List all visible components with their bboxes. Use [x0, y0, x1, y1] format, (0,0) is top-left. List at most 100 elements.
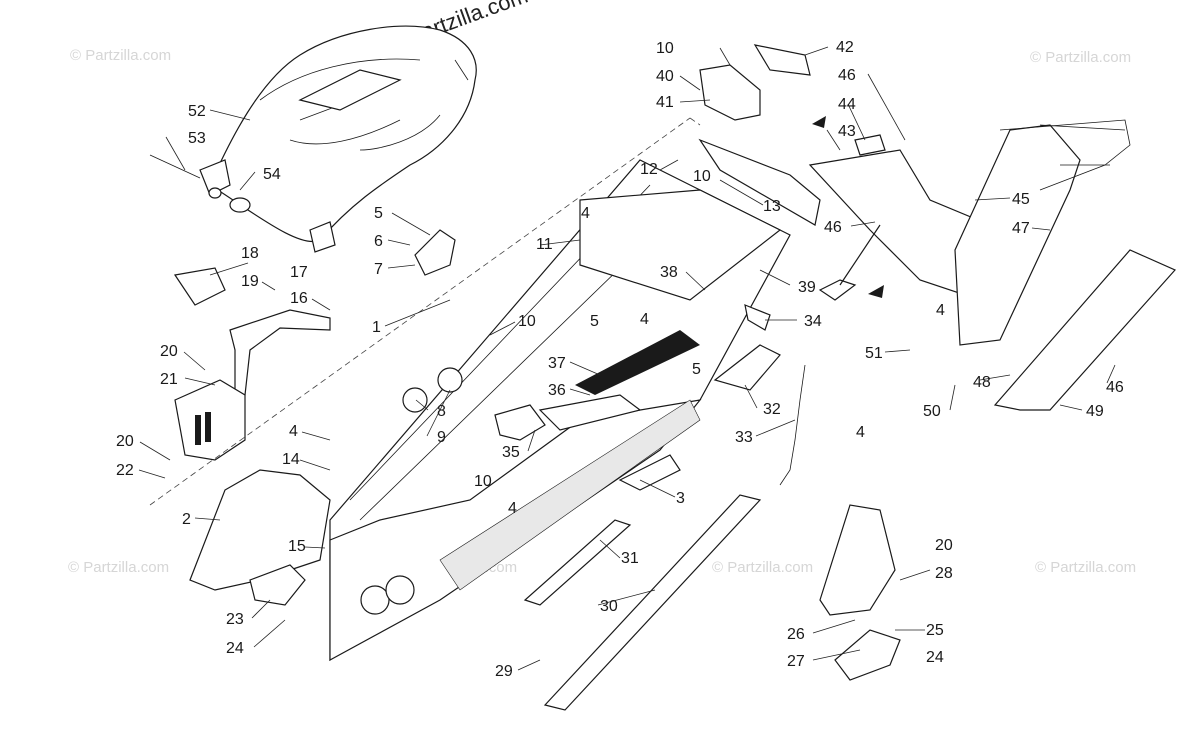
callout-4: 4 — [289, 423, 298, 440]
callout-14: 14 — [282, 451, 300, 468]
bracket-41-drawing — [699, 64, 761, 121]
watermark-bottom-center: © Partzilla.com — [712, 559, 813, 576]
callout-22: 22 — [116, 462, 134, 479]
callout-7: 7 — [374, 261, 383, 278]
callout-5: 5 — [374, 205, 383, 222]
bracket-16-drawing — [229, 309, 331, 396]
callout-labels: 1 2 3 4 4 4 4 4 4 5 5 5 6 7 8 9 10 10 10… — [116, 39, 1124, 680]
footrest-23-drawing — [249, 564, 306, 606]
callout-54: 54 — [263, 166, 281, 183]
seat-assembly-drawing — [199, 25, 477, 253]
callout-37: 37 — [548, 355, 566, 372]
callout-31: 31 — [621, 550, 639, 567]
bracket-2-drawing — [189, 469, 331, 591]
callout-42: 42 — [836, 39, 854, 56]
callout-52: 52 — [188, 103, 206, 120]
decal-44-drawing — [854, 134, 886, 156]
trim-49-drawing — [993, 249, 1176, 411]
bracket-3-drawing — [618, 454, 681, 491]
callout-43: 43 — [838, 123, 856, 140]
callout-6: 6 — [374, 233, 383, 250]
callout-23: 23 — [226, 611, 244, 628]
watermark-top-left: © Partzilla.com — [70, 47, 171, 64]
callout-2: 2 — [182, 511, 191, 528]
callout-17: 17 — [290, 264, 308, 281]
callout-4: 4 — [581, 205, 590, 222]
bracket-18-drawing — [173, 267, 226, 306]
clip-8-drawing — [402, 387, 428, 413]
callout-29: 29 — [495, 663, 513, 680]
callout-40: 40 — [656, 68, 674, 85]
callout-32: 32 — [763, 401, 781, 418]
callout-4: 4 — [856, 424, 865, 441]
tunnel-assembly-drawing — [149, 117, 791, 662]
callout-4: 4 — [936, 302, 945, 319]
rear-bumper-47-drawing — [954, 119, 1131, 346]
callout-27: 27 — [787, 653, 805, 670]
callout-36: 36 — [548, 382, 566, 399]
callout-16: 16 — [290, 290, 308, 307]
callout-10: 10 — [693, 168, 711, 185]
callout-25: 25 — [926, 622, 944, 639]
callout-46: 46 — [1106, 379, 1124, 396]
callout-24: 24 — [926, 649, 944, 666]
callout-20: 20 — [935, 537, 953, 554]
callout-10: 10 — [474, 473, 492, 490]
arrow-indicator-lower — [868, 285, 884, 298]
callout-35: 35 — [502, 444, 520, 461]
bracket-35-drawing — [494, 404, 546, 441]
leader-lines — [138, 46, 1116, 671]
callout-1: 1 — [372, 319, 381, 336]
rail-body — [839, 224, 881, 286]
watermark-bottom-left: © Partzilla.com — [68, 559, 169, 576]
callout-48: 48 — [973, 374, 991, 391]
callout-49: 49 — [1086, 403, 1104, 420]
callout-3: 3 — [676, 490, 685, 507]
callout-20: 20 — [116, 433, 134, 450]
arrow-indicator-upper — [812, 116, 826, 128]
callout-34: 34 — [804, 313, 822, 330]
bracket-34-drawing — [744, 304, 771, 331]
callout-26: 26 — [787, 626, 805, 643]
callout-45: 45 — [1012, 191, 1030, 208]
callout-19: 19 — [241, 273, 259, 290]
callout-30: 30 — [600, 598, 618, 615]
callout-4: 4 — [640, 311, 649, 328]
callout-11: 11 — [536, 236, 553, 253]
callout-28: 28 — [935, 565, 953, 582]
bracket-42-drawing — [753, 44, 811, 76]
bracket-32-drawing — [713, 344, 781, 391]
callout-13: 13 — [763, 198, 781, 215]
callout-44: 44 — [838, 96, 856, 113]
clip-9-drawing — [437, 367, 463, 393]
callout-20: 20 — [160, 343, 178, 360]
callout-53: 53 — [188, 130, 206, 147]
bolt-and-spacer-drawing — [149, 154, 251, 213]
callout-46: 46 — [838, 67, 856, 84]
rod-30-drawing — [543, 494, 762, 711]
callout-47: 47 — [1012, 220, 1030, 237]
callout-50: 50 — [923, 403, 941, 420]
callout-41: 41 — [656, 94, 674, 111]
bracket-13-drawing — [698, 138, 821, 226]
callout-21: 21 — [160, 371, 178, 388]
footplate-26-drawing — [819, 504, 896, 616]
callout-51: 51 — [865, 345, 883, 362]
callout-12: 12 — [640, 161, 658, 178]
callout-5: 5 — [692, 361, 701, 378]
vent-slot — [205, 412, 211, 442]
callout-4: 4 — [508, 500, 517, 517]
bracket-7-drawing — [414, 229, 456, 276]
watermark-top-right: © Partzilla.com — [1030, 49, 1131, 66]
vent-slot — [195, 415, 201, 445]
callout-38: 38 — [660, 264, 678, 281]
callout-46: 46 — [824, 219, 842, 236]
callout-15: 15 — [288, 538, 306, 555]
callout-9: 9 — [437, 429, 446, 446]
rod-31-drawing — [523, 519, 632, 606]
watermark-bottom-right: © Partzilla.com — [1035, 559, 1136, 576]
callout-5: 5 — [590, 313, 599, 330]
strap-33-drawing — [779, 364, 806, 486]
